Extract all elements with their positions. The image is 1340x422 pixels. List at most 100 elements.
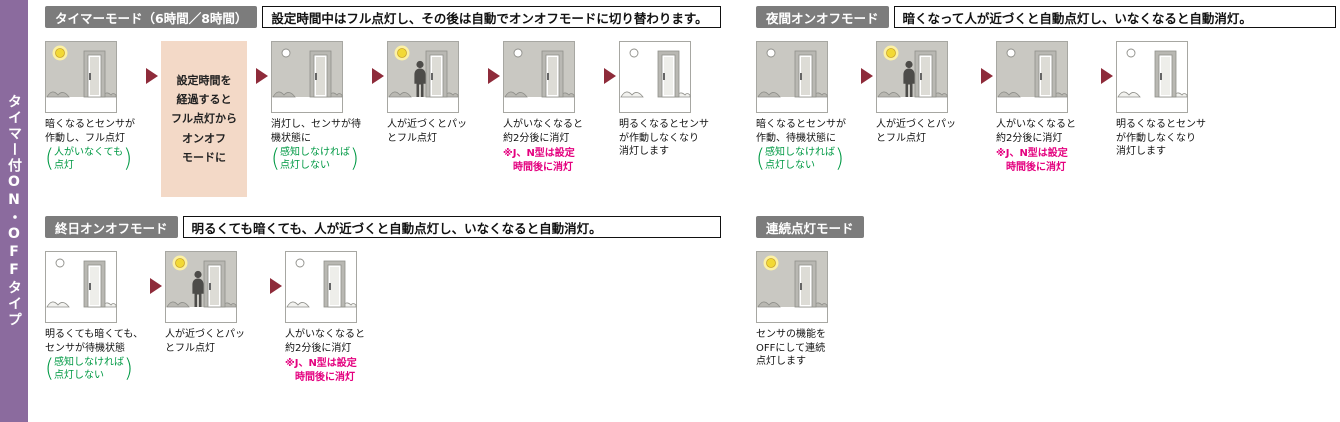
door-handle-icon: [920, 73, 922, 80]
lamp-on-icon: [886, 48, 896, 58]
lamp-on-icon: [55, 48, 65, 58]
section-header: 連続点灯モード: [756, 216, 1336, 238]
section-1: タイマーモード（6時間／8時間）設定時間中はフル点灯し、その後は自動でオンオフモ…: [45, 6, 721, 197]
green-note: (感知しなければ 点灯しない): [756, 146, 858, 172]
door-handle-icon: [547, 73, 549, 80]
scene-svg: [45, 41, 117, 113]
door-panel: [210, 267, 219, 305]
scene-svg: [503, 41, 575, 113]
section-title-chip: 終日オンオフモード: [45, 216, 178, 238]
door-panel: [664, 57, 673, 95]
scene-ground: [757, 307, 827, 322]
flow-step: 明るくても暗くても、 センサが待機状態(感知しなければ 点灯しない): [45, 251, 147, 382]
flow-arrow-icon: [146, 68, 158, 84]
scene-svg: [387, 41, 459, 113]
door-panel: [801, 57, 810, 95]
flow-arrow-icon: [604, 68, 616, 84]
lamp-on-icon: [397, 48, 407, 58]
section-3: 終日オンオフモード明るくても暗くても、人が近づくと自動点灯し、いなくなると自動消…: [45, 216, 721, 384]
scene-illustration: [756, 251, 828, 323]
flow-arrow-icon: [1101, 68, 1113, 84]
lamp-off-icon: [295, 258, 305, 268]
scene-ground: [757, 97, 827, 112]
green-note-text: 人がいなくても 点灯: [53, 147, 124, 171]
scene-ground: [272, 97, 342, 112]
section-2: 夜間オンオフモード暗くなって人が近づくと自動点灯し、いなくなると自動消灯。暗くな…: [756, 6, 1336, 174]
model-note: ※J、N型は設定 時間後に消灯: [996, 148, 1068, 173]
bush-icon: [1117, 91, 1141, 98]
door-panel: [548, 57, 557, 95]
scene-illustration: [271, 41, 343, 113]
section-4: 連続点灯モードセンサの機能を OFFにして連続 点灯します: [756, 216, 1336, 369]
door-panel: [330, 267, 339, 305]
scene-illustration: [165, 251, 237, 323]
door-handle-icon: [1160, 73, 1162, 80]
lamp-off-icon: [55, 258, 65, 268]
flow-row: 明るくても暗くても、 センサが待機状態(感知しなければ 点灯しない) 人が近づくと…: [45, 251, 721, 384]
green-note-text: 感知しなければ 点灯しない: [53, 357, 124, 381]
flow-arrow-icon: [256, 68, 268, 84]
flow-step: 明るくなるとセンサ が作動しなくなり 消灯します: [619, 41, 717, 159]
scene-ground: [166, 307, 236, 322]
lamp-off-icon: [766, 48, 776, 58]
scene-svg: [165, 251, 237, 323]
lamp-off-icon: [513, 48, 523, 58]
flow-arrow-icon: [270, 278, 282, 294]
door-panel: [801, 267, 810, 305]
door-panel: [316, 57, 325, 95]
flow-step: 明るくなるとセンサ が作動しなくなり 消灯します: [1116, 41, 1218, 159]
door-panel: [1041, 57, 1050, 95]
step-caption: センサの機能を OFFにして連続 点灯します: [756, 329, 826, 367]
bush-icon: [997, 91, 1021, 98]
scene-ground: [46, 97, 116, 112]
door-handle-icon: [1040, 73, 1042, 80]
model-note: ※J、N型は設定 時間後に消灯: [285, 358, 357, 383]
scene-svg: [996, 41, 1068, 113]
scene-illustration: [756, 41, 828, 113]
paren-open: (: [45, 144, 54, 173]
section-header: 夜間オンオフモード暗くなって人が近づくと自動点灯し、いなくなると自動消灯。: [756, 6, 1336, 28]
flow-row: 暗くなるとセンサが 作動し、フル点灯(人がいなくても 点灯)設定時間を 経過する…: [45, 41, 721, 197]
section-title-chip: 連続点灯モード: [756, 216, 864, 238]
scene-ground: [877, 97, 947, 112]
green-note-text: 感知しなければ 点灯しない: [764, 147, 835, 171]
bush-icon: [46, 301, 70, 308]
scene-svg: [285, 251, 357, 323]
bush-icon: [757, 91, 781, 98]
flow-step: 人がいなくなると 約2分後に消灯※J、N型は設定 時間後に消灯: [996, 41, 1098, 174]
scene-ground: [1117, 97, 1187, 112]
door-handle-icon: [663, 73, 665, 80]
bush-icon: [504, 91, 528, 98]
person-icon: [903, 60, 915, 97]
door-panel: [432, 57, 441, 95]
door-handle-icon: [315, 73, 317, 80]
step-caption: 暗くなるとセンサが 作動し、フル点灯: [45, 119, 135, 144]
scene-illustration: [45, 41, 117, 113]
bush-icon: [272, 91, 296, 98]
flow-arrow-icon: [861, 68, 873, 84]
scene-illustration: [285, 251, 357, 323]
step-caption: 人が近づくとパッ とフル点灯: [387, 119, 467, 144]
flow-step: センサの機能を OFFにして連続 点灯します: [756, 251, 854, 369]
scene-illustration: [996, 41, 1068, 113]
scene-illustration: [387, 41, 459, 113]
lamp-off-icon: [281, 48, 291, 58]
step-caption: 暗くなるとセンサが 作動、待機状態に: [756, 119, 846, 144]
step-caption: 消灯し、センサが待 機状態に: [271, 119, 361, 144]
scene-svg: [876, 41, 948, 113]
flow-row: センサの機能を OFFにして連続 点灯します: [756, 251, 1336, 369]
step-caption: 人が近づくとパッ とフル点灯: [165, 329, 245, 354]
section-title-chip: タイマーモード（6時間／8時間）: [45, 6, 258, 28]
flow-step: 人が近づくとパッ とフル点灯: [387, 41, 485, 145]
door-handle-icon: [89, 283, 91, 290]
bush-icon: [286, 301, 310, 308]
scene-svg: [271, 41, 343, 113]
section-header: タイマーモード（6時間／8時間）設定時間中はフル点灯し、その後は自動でオンオフモ…: [45, 6, 721, 28]
door-handle-icon: [800, 73, 802, 80]
green-note: (感知しなければ 点灯しない): [271, 146, 369, 172]
category-label: タイマー付ON・OFFタイプ: [6, 94, 22, 328]
flow-step: 人がいなくなると 約2分後に消灯※J、N型は設定 時間後に消灯: [503, 41, 601, 174]
green-note: (感知しなければ 点灯しない): [45, 356, 147, 382]
flow-arrow-icon: [372, 68, 384, 84]
flow-arrow-icon: [981, 68, 993, 84]
